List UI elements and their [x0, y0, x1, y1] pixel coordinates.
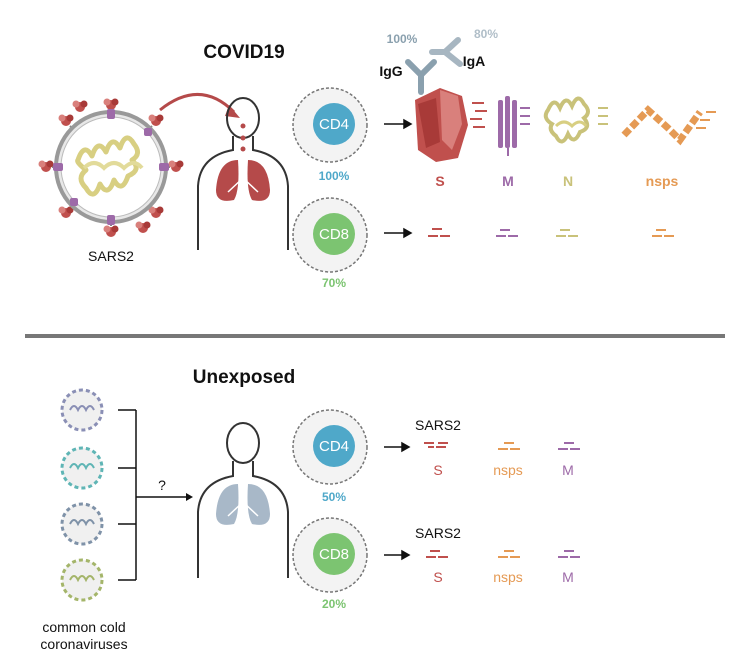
- iga-label: IgA: [463, 53, 486, 69]
- virus-bracket: [118, 409, 186, 581]
- common-cold-label-line1: common cold: [42, 619, 125, 635]
- sars2-virus: [38, 98, 184, 237]
- cd8-target-label: SARS2: [415, 525, 461, 541]
- cd8-epitopes-covid: [428, 228, 674, 237]
- cd8-pct-covid: 70%: [322, 276, 346, 290]
- cd4-protein-m: M: [562, 462, 574, 478]
- m-epitopes-cd4: [520, 107, 530, 125]
- spike-protein: [415, 88, 468, 162]
- cd8-label-covid: CD8: [319, 226, 349, 243]
- cd4-pct-covid: 100%: [319, 169, 350, 183]
- exposure-arrowhead: [186, 493, 193, 501]
- common-cold-label-line2: coronaviruses: [40, 636, 127, 652]
- cd8-arrow-unexposed: [384, 549, 411, 561]
- nucleocapsid-protein: [543, 96, 590, 144]
- covid-title: COVID19: [203, 42, 284, 63]
- unexposed-title: Unexposed: [193, 367, 295, 388]
- cd8-label-unexposed: CD8: [319, 546, 349, 563]
- cd4-pct-unexposed: 50%: [322, 490, 346, 504]
- cd4-label-covid: CD4: [319, 116, 349, 133]
- common-cold-virus-2: [60, 446, 104, 490]
- cd4-protein-nsps: nsps: [493, 462, 523, 478]
- cd8-pct-unexposed: 20%: [322, 597, 346, 611]
- covid-patient: [197, 97, 289, 250]
- cd8-protein-nsps: nsps: [493, 569, 523, 585]
- cd8-protein-s: S: [433, 569, 442, 585]
- infection-arrow: [159, 93, 236, 114]
- cd4-arrow-covid: [384, 118, 413, 130]
- igg-antibody: [405, 59, 437, 95]
- membrane-protein: [498, 96, 517, 156]
- protein-label-nsps: nsps: [646, 173, 679, 189]
- iga-pct: 80%: [474, 27, 498, 41]
- cd8-epitopes-unexposed: [426, 550, 580, 558]
- cd8-protein-m: M: [562, 569, 574, 585]
- n-epitopes-cd4: [598, 107, 608, 125]
- sars2-label: SARS2: [88, 248, 134, 264]
- nsps-protein: [621, 105, 703, 146]
- iga-antibody: [429, 37, 463, 67]
- common-cold-virus-1: [60, 388, 104, 432]
- common-cold-virus-3: [60, 502, 104, 546]
- cd4-cell-unexposed: CD4: [292, 409, 368, 485]
- protein-label-n: N: [563, 173, 573, 189]
- unexposed-person: [197, 422, 289, 578]
- igg-pct: 100%: [387, 32, 418, 46]
- common-cold-virus-4: [60, 558, 104, 602]
- cd4-epitopes-unexposed: [424, 442, 580, 450]
- cd4-target-label: SARS2: [415, 417, 461, 433]
- igg-label: IgG: [379, 63, 402, 79]
- cd4-protein-s: S: [433, 462, 442, 478]
- cd4-arrow-unexposed: [384, 441, 411, 453]
- spike-epitopes-cd4: [470, 102, 487, 128]
- cd8-arrow-covid: [384, 227, 413, 239]
- nsps-epitopes-cd4: [696, 111, 716, 129]
- cd4-label-unexposed: CD4: [319, 438, 349, 455]
- cd8-cell-unexposed: CD8: [292, 517, 368, 593]
- protein-label-m: M: [502, 173, 514, 189]
- cd4-cell-covid: CD4: [292, 87, 368, 163]
- section-divider: [25, 334, 725, 338]
- protein-label-s: S: [435, 173, 444, 189]
- cd8-cell-covid: CD8: [292, 197, 368, 273]
- question-mark: ?: [158, 477, 166, 493]
